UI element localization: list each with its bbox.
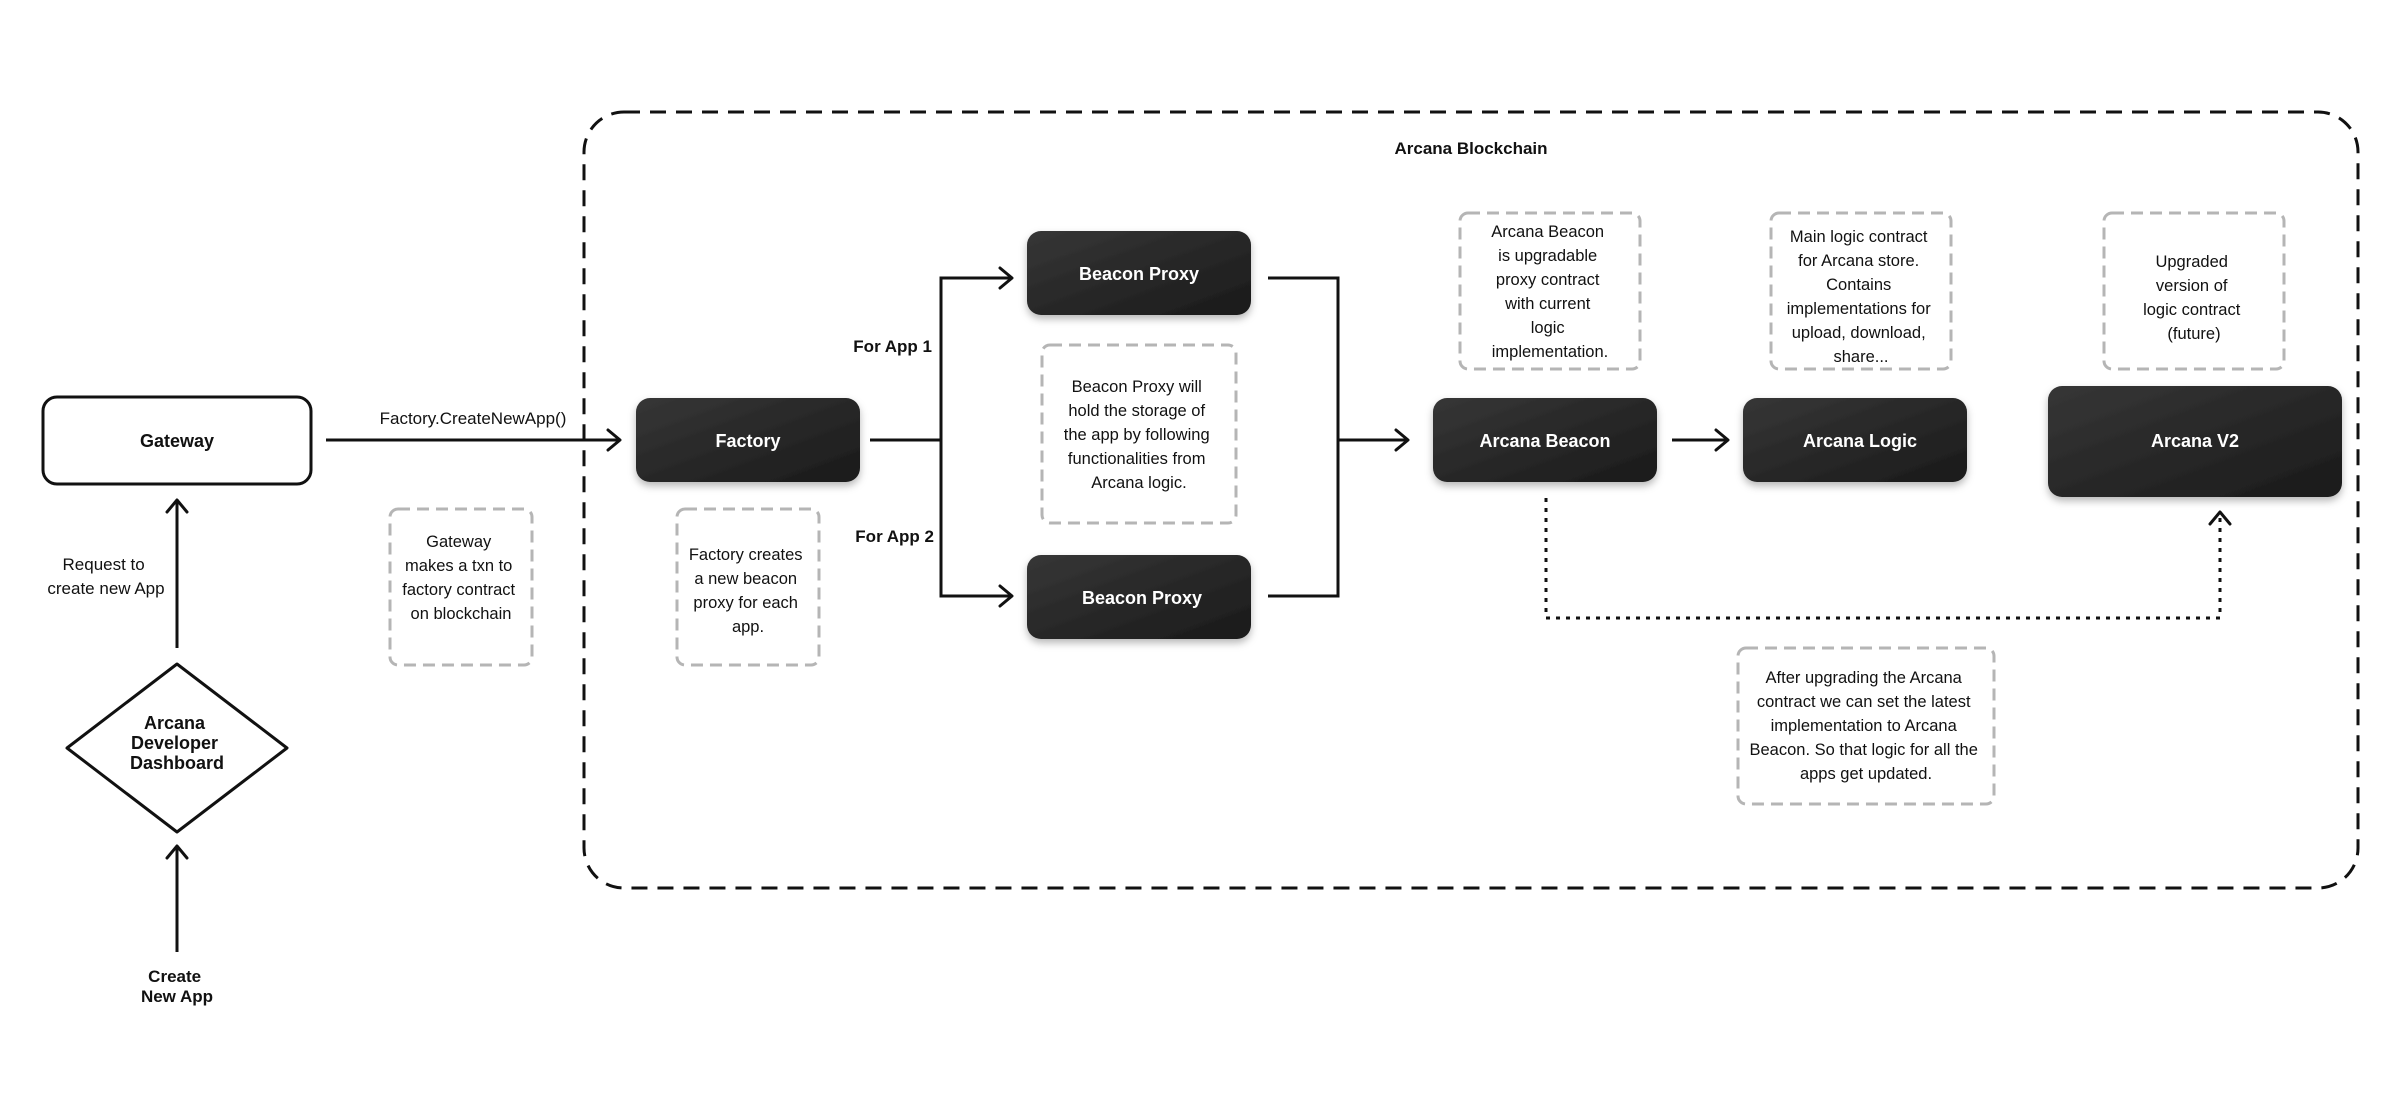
arrow-dashboard-to-gateway (165, 498, 189, 648)
create-new-app-label: Create New App (141, 967, 213, 1006)
svg-text:Gateway makes a txn to: Gateway makes a txn to factory contract … (402, 533, 519, 623)
gateway-note-line: Gateway (426, 533, 492, 551)
upgrade-note: After upgrading the Arcana contract we c… (1736, 646, 1996, 806)
beacon-note-line: with current (1504, 295, 1591, 313)
upgrade-note-line: apps get updated. (1800, 765, 1932, 783)
arrow-gateway-to-factory: Factory.CreateNewApp() (326, 409, 622, 452)
svg-text:Arcana Beacon is upgrada: Arcana Beacon is upgradable proxy contra… (1491, 223, 1608, 361)
arcana-logic-node[interactable]: Arcana Logic (1743, 398, 1967, 482)
beacon-note: Arcana Beacon is upgradable proxy contra… (1458, 211, 1642, 371)
factory-node[interactable]: Factory (636, 398, 860, 482)
beacon-proxy-1-node[interactable]: Beacon Proxy (1027, 231, 1251, 315)
svg-text:Beacon Proxy will hold t: Beacon Proxy will hold the storage of th… (1064, 378, 1214, 492)
beacon-note-line: logic (1531, 319, 1565, 337)
factory-note-line: proxy for each (693, 594, 798, 612)
proxy-note: Beacon Proxy will hold the storage of th… (1040, 343, 1238, 525)
v2-note-line: Upgraded (2155, 253, 2227, 271)
gateway-note: Gateway makes a txn to factory contract … (388, 507, 534, 667)
dashboard-label: Arcana Developer Dashboard (130, 713, 224, 773)
dashboard-label-line: Arcana (144, 713, 206, 733)
gateway-note-line: factory contract (402, 581, 515, 599)
svg-text:Upgraded version of: Upgraded version of logic contract (futu… (2143, 253, 2245, 343)
merge-proxies-to-beacon (1268, 276, 1410, 598)
for-app-2-label: For App 2 (855, 527, 934, 546)
upgrade-note-line: After upgrading the Arcana (1766, 669, 1963, 687)
beacon-note-line: Arcana Beacon (1491, 223, 1604, 241)
request-label: Request to create new App (47, 555, 164, 598)
create-new-app-line: New App (141, 987, 213, 1006)
proxy-note-line: Arcana logic. (1091, 474, 1186, 492)
arrow-create-to-dashboard (165, 844, 189, 952)
blockchain-boundary: Arcana Blockchain (582, 110, 2360, 890)
v2-note: Upgraded version of logic contract (futu… (2102, 211, 2286, 371)
svg-text:Factory creates a new be: Factory creates a new beacon proxy for e… (689, 546, 807, 636)
proxy-note-line: hold the storage of (1068, 402, 1205, 420)
logic-note-line: Contains (1826, 276, 1891, 294)
factory-note-line: app. (732, 618, 764, 636)
upgrade-path-dotted (1544, 498, 2232, 620)
arcana-logic-label: Arcana Logic (1803, 431, 1917, 451)
arcana-beacon-label: Arcana Beacon (1479, 431, 1610, 451)
svg-text:After upgrading the Arcana: After upgrading the Arcana contract we c… (1750, 669, 1983, 783)
logic-note: Main logic contract for Arcana store. Co… (1769, 211, 1953, 371)
logic-note-line: upload, download, (1792, 324, 1926, 342)
v2-note-line: (future) (2167, 325, 2220, 343)
create-new-app-call-label: Factory.CreateNewApp() (380, 409, 567, 428)
beacon-proxy-1-label: Beacon Proxy (1079, 264, 1199, 284)
logic-note-line: share... (1833, 348, 1888, 366)
logic-note-line: for Arcana store. (1798, 252, 1919, 270)
beacon-note-line: proxy contract (1496, 271, 1600, 289)
create-new-app-line: Create (148, 967, 201, 986)
request-label-line: create new App (47, 579, 164, 598)
v2-note-line: logic contract (2143, 301, 2241, 319)
dashboard-node[interactable]: Arcana Developer Dashboard (65, 662, 289, 834)
blockchain-title: Arcana Blockchain (1394, 139, 1547, 158)
dashboard-label-line: Dashboard (130, 753, 224, 773)
v2-note-line: version of (2156, 277, 2228, 295)
proxy-note-line: functionalities from (1068, 450, 1206, 468)
factory-note-line: a new beacon (694, 570, 797, 588)
svg-text:Main logic contract for: Main logic contract for Arcana store. Co… (1787, 228, 1936, 366)
gateway-label: Gateway (140, 431, 214, 451)
arcana-v2-label: Arcana V2 (2151, 431, 2239, 451)
factory-note: Factory creates a new beacon proxy for e… (675, 507, 821, 667)
logic-note-line: implementations for (1787, 300, 1931, 318)
arrow-beacon-to-logic (1672, 428, 1730, 452)
upgrade-note-line: contract we can set the latest (1757, 693, 1971, 711)
gateway-note-line: makes a txn to (405, 557, 512, 575)
arcana-beacon-node[interactable]: Arcana Beacon (1433, 398, 1657, 482)
factory-label: Factory (715, 431, 780, 451)
beacon-proxy-2-label: Beacon Proxy (1082, 588, 1202, 608)
beacon-proxy-2-node[interactable]: Beacon Proxy (1027, 555, 1251, 639)
factory-note-line: Factory creates (689, 546, 803, 564)
gateway-note-line: on blockchain (411, 605, 512, 623)
proxy-note-line: the app by following (1064, 426, 1210, 444)
dashboard-label-line: Developer (131, 733, 218, 753)
arcana-v2-node[interactable]: Arcana V2 (2048, 386, 2342, 497)
branch-factory-to-proxies: For App 1 For App 2 (853, 266, 1014, 608)
gateway-node[interactable]: Gateway (41, 395, 313, 486)
upgrade-note-line: Beacon. So that logic for all the (1750, 741, 1978, 759)
for-app-1-label: For App 1 (853, 337, 932, 356)
beacon-note-line: implementation. (1492, 343, 1608, 361)
logic-note-line: Main logic contract (1790, 228, 1928, 246)
upgrade-note-line: implementation to Arcana (1771, 717, 1958, 735)
beacon-note-line: is upgradable (1498, 247, 1597, 265)
proxy-note-line: Beacon Proxy will (1072, 378, 1202, 396)
request-label-line: Request to (63, 555, 145, 574)
